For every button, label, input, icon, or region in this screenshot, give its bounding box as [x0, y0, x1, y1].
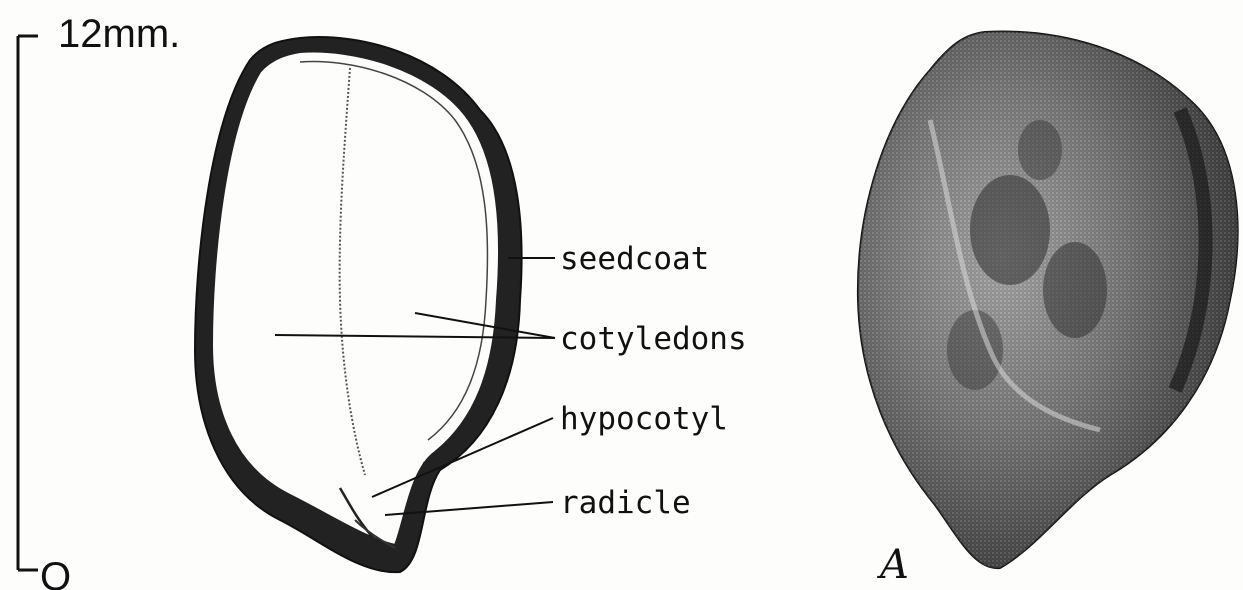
nut-exterior: A — [858, 32, 1238, 588]
label-seedcoat: seedcoat — [560, 241, 709, 277]
figure-letter: A — [876, 542, 909, 588]
cotyledon-body — [212, 52, 499, 545]
label-radicle: radicle — [560, 485, 691, 521]
nut-dimple-3 — [1018, 120, 1062, 180]
nut-dimple-1 — [970, 175, 1050, 285]
nut-dimple-2 — [1043, 242, 1107, 338]
label-hypocotyl: hypocotyl — [560, 401, 728, 437]
nut-dimple-4 — [947, 310, 1003, 390]
scale-bottom-label: O — [40, 555, 71, 590]
scale-bar: 12mm. O — [18, 12, 180, 590]
seed-section: seedcoat cotyledons hypocotyl radicle — [195, 37, 747, 572]
scale-top-label: 12mm. — [58, 12, 180, 56]
label-cotyledons: cotyledons — [560, 321, 747, 357]
